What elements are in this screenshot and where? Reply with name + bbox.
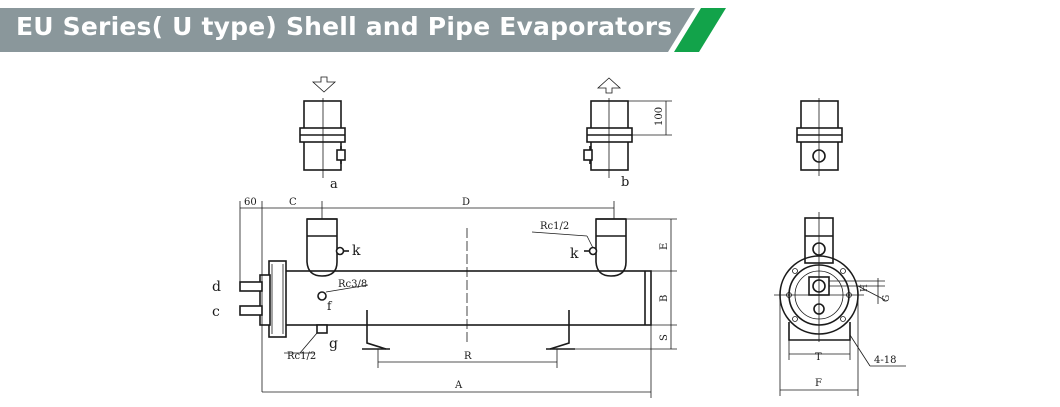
- connection-label-k-right: k: [570, 246, 579, 262]
- thread-rc-3-8: Rc3/8: [338, 279, 367, 290]
- dimension-C: C: [289, 197, 297, 208]
- thread-rc-half-top: Rc1/2: [540, 221, 569, 232]
- dimension-100: 100: [654, 107, 665, 126]
- connection-label-c: c: [212, 304, 220, 320]
- dimension-60: 60: [244, 197, 257, 208]
- bolt-holes-label: 4-18: [874, 355, 896, 366]
- dimension-D: D: [462, 197, 470, 208]
- dimension-G: G: [882, 295, 892, 302]
- end-view: H G T F 4-18: [774, 212, 906, 396]
- thread-rc-half-bottom: Rc1/2: [287, 351, 316, 362]
- outlet-arrow-icon: [596, 77, 622, 94]
- title-banner: [0, 8, 726, 52]
- detail-view-b: 100 b: [583, 77, 672, 190]
- connection-label-d: d: [212, 279, 221, 295]
- detail-view-side: [796, 98, 843, 176]
- dimension-B: B: [659, 295, 670, 302]
- connection-label-f: f: [327, 299, 333, 313]
- title-banner-background: [0, 8, 695, 52]
- connection-label-k-left: k: [352, 243, 361, 259]
- inlet-arrow-icon: [311, 76, 337, 93]
- title-banner-accent: [674, 8, 726, 52]
- dimension-A: A: [454, 380, 463, 391]
- view-label-b: b: [621, 175, 629, 190]
- view-label-a: a: [330, 177, 338, 192]
- dimension-S: S: [659, 334, 670, 341]
- dimension-E: E: [659, 243, 670, 250]
- detail-view-a: a: [299, 76, 346, 192]
- dimension-T: T: [815, 352, 822, 363]
- dimension-F: F: [815, 378, 822, 389]
- page-title: EU Series( U type) Shell and Pipe Evapor…: [16, 12, 673, 41]
- main-elevation: 60 C D E B S R A Rc1/2 Rc3/8 Rc1/2 k k d…: [212, 197, 677, 398]
- connection-label-g: g: [329, 336, 338, 352]
- dimension-H: H: [860, 284, 870, 292]
- dimension-R: R: [464, 351, 472, 362]
